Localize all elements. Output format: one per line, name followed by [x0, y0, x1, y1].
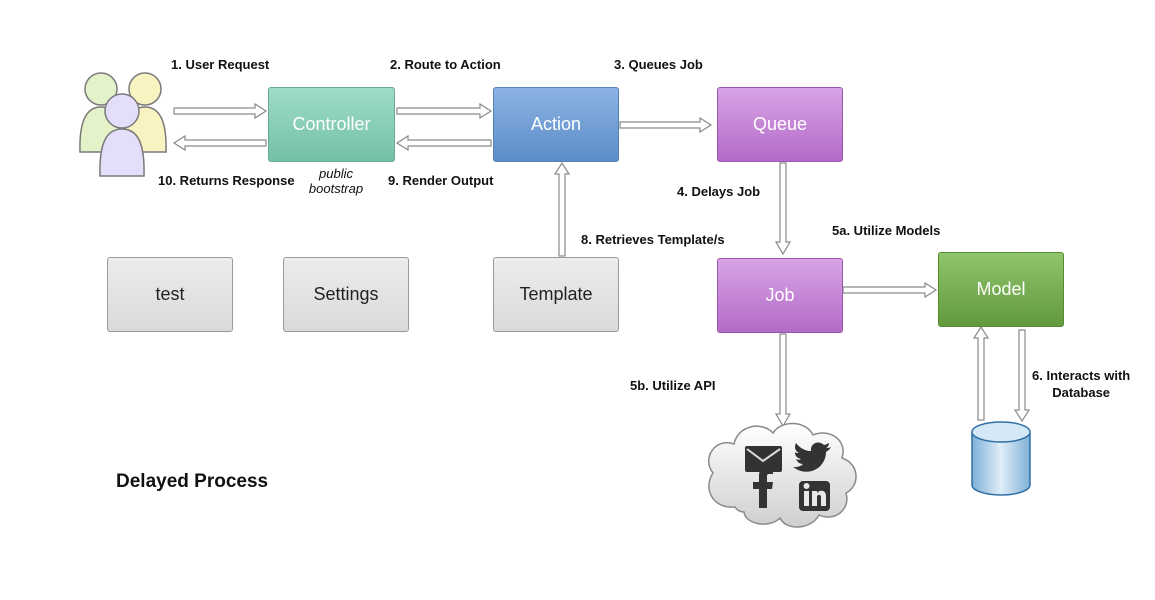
arrow-utilize-api [774, 333, 792, 428]
arrow-model-to-db [1013, 329, 1031, 423]
cloud-icon [707, 422, 857, 528]
step-2-label: 2. Route to Action [390, 57, 501, 72]
action-node: Action [493, 87, 619, 162]
controller-note-line2: bootstrap [308, 181, 364, 196]
model-node: Model [938, 252, 1064, 327]
arrow-returns-response [172, 134, 267, 152]
action-label: Action [530, 114, 582, 134]
facebook-icon [753, 467, 773, 508]
arrow-user-request [173, 102, 268, 120]
mail-icon [745, 446, 782, 472]
settings-node: Settings [283, 257, 409, 332]
arrow-db-to-model [972, 325, 990, 421]
users-icon [79, 72, 167, 177]
arrow-retrieves-template [553, 161, 571, 257]
step-10-label: 10. Returns Response [158, 173, 295, 188]
queue-node: Queue [717, 87, 843, 162]
controller-note: public bootstrap [296, 166, 376, 196]
diagram-title: Delayed Process [116, 471, 269, 492]
test-node: test [107, 257, 233, 332]
step-8-label: 8. Retrieves Template/s [581, 232, 725, 247]
settings-label: Settings [313, 284, 379, 304]
arrow-render-output [395, 134, 492, 152]
step-5a-label: 5a. Utilize Models [832, 223, 941, 238]
controller-label: Controller [292, 114, 371, 134]
model-label: Model [976, 279, 1026, 299]
template-node: Template [493, 257, 619, 332]
step-9-label: 9. Render Output [388, 173, 494, 188]
step-5b-label: 5b. Utilize API [630, 378, 716, 393]
arrow-utilize-models [842, 281, 938, 299]
step-6-line2: Database [1052, 385, 1111, 400]
arrow-delays-job [774, 162, 792, 256]
arrow-queues-job [619, 116, 713, 134]
step-6-label: 6. Interacts with Database [1032, 367, 1130, 401]
database-icon [971, 421, 1031, 496]
job-node: Job [717, 258, 843, 333]
step-1-label: 1. User Request [171, 57, 270, 72]
template-label: Template [519, 284, 593, 304]
test-label: test [155, 284, 185, 304]
queue-label: Queue [752, 114, 808, 134]
twitter-icon [793, 442, 831, 472]
controller-node: Controller [268, 87, 395, 162]
controller-note-line1: public [319, 166, 353, 181]
step-4-label: 4. Delays Job [677, 184, 761, 199]
step-6-line1: 6. Interacts with [1032, 368, 1131, 383]
job-label: Job [765, 285, 795, 305]
linkedin-icon [799, 481, 830, 511]
step-3-label: 3. Queues Job [614, 57, 703, 72]
arrow-route-to-action [396, 102, 493, 120]
